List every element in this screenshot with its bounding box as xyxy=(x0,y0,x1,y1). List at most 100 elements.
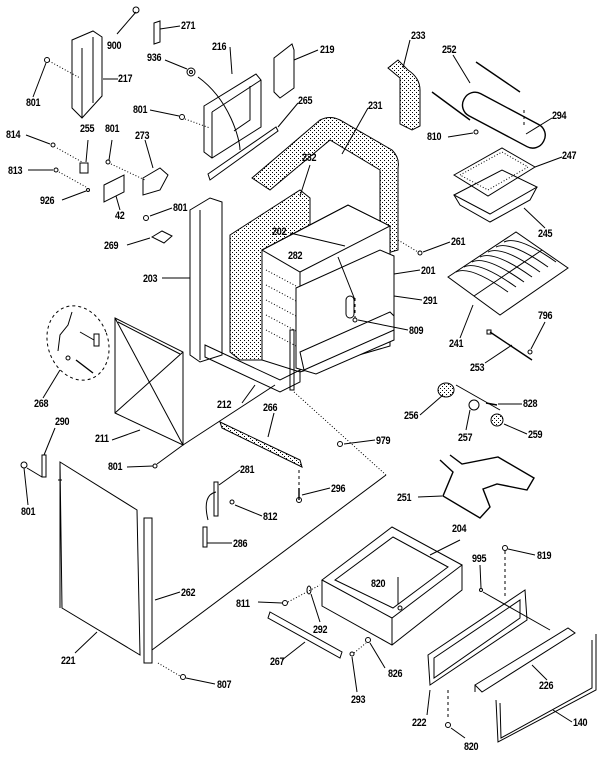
label-801f: 801 xyxy=(21,506,36,518)
side-panel-221 xyxy=(58,461,141,656)
label-820a: 820 xyxy=(371,578,386,590)
assembly-outline xyxy=(151,384,387,651)
screw-813 xyxy=(28,167,87,188)
label-796: 796 xyxy=(538,310,553,322)
trim-262 xyxy=(143,517,181,664)
label-211: 211 xyxy=(95,433,109,445)
vent-duct-216 xyxy=(203,46,262,159)
detail-circle-268 xyxy=(42,305,110,399)
bracket-219 xyxy=(273,43,319,99)
lens-257 xyxy=(465,399,480,431)
screw-801b xyxy=(149,109,211,129)
socket-256 xyxy=(419,382,501,416)
label-222: 222 xyxy=(412,717,427,729)
label-294: 294 xyxy=(552,110,567,122)
screw-801d xyxy=(143,207,173,221)
label-281: 281 xyxy=(240,464,255,476)
bracket-233 xyxy=(387,39,421,131)
strip-266 xyxy=(219,412,303,488)
label-801a: 801 xyxy=(26,97,41,109)
bracket-290 xyxy=(41,427,56,478)
screw-801c xyxy=(105,139,146,181)
label-265: 265 xyxy=(298,95,313,107)
screw-807 xyxy=(157,662,216,685)
hinge-281 xyxy=(205,469,241,521)
spacer-292 xyxy=(306,585,321,623)
rear-panel-211 xyxy=(111,317,184,446)
label-286: 286 xyxy=(233,538,248,550)
broiler-pan-245 xyxy=(452,169,546,229)
screw-812 xyxy=(229,499,263,517)
bottom-frame-212 xyxy=(204,311,395,404)
bake-element-251 xyxy=(417,454,535,519)
label-811: 811 xyxy=(236,598,250,610)
label-292: 292 xyxy=(313,624,328,636)
label-801e: 801 xyxy=(108,461,123,473)
oven-rack-241 xyxy=(447,231,569,339)
label-979: 979 xyxy=(376,435,391,447)
label-217: 217 xyxy=(118,73,133,85)
screw-296 xyxy=(296,487,331,503)
label-216: 216 xyxy=(212,41,227,53)
label-259: 259 xyxy=(528,429,543,441)
label-252: 252 xyxy=(442,44,457,56)
screw-826 xyxy=(365,637,386,669)
label-801c: 801 xyxy=(105,123,120,135)
storage-drawer-204 xyxy=(321,526,463,646)
label-226: 226 xyxy=(539,680,554,692)
label-251: 251 xyxy=(397,492,412,504)
screw-819 xyxy=(502,545,536,598)
label-819: 819 xyxy=(537,550,552,562)
label-231: 231 xyxy=(368,100,383,112)
label-267: 267 xyxy=(270,656,285,668)
screw-995 xyxy=(479,564,551,631)
drawer-front-222 xyxy=(426,589,528,720)
label-296: 296 xyxy=(331,483,346,495)
label-810: 810 xyxy=(427,131,442,143)
label-269: 269 xyxy=(104,240,119,252)
drawer-handle-226 xyxy=(474,627,576,693)
label-140: 140 xyxy=(573,717,588,729)
label-273: 273 xyxy=(135,130,150,142)
screw-810 xyxy=(447,129,479,138)
label-936: 936 xyxy=(147,52,162,64)
label-271: 271 xyxy=(181,20,196,32)
screw-801a xyxy=(32,57,81,98)
cover-259 xyxy=(490,413,528,435)
screw-828 xyxy=(485,402,522,406)
side-frame-203 xyxy=(162,197,223,363)
bracket-269 xyxy=(126,230,173,246)
screw-926 xyxy=(61,188,90,201)
label-261: 261 xyxy=(451,236,466,248)
bracket-273 xyxy=(142,139,169,196)
nut-979 xyxy=(337,439,376,447)
label-828: 828 xyxy=(523,398,538,410)
label-219: 219 xyxy=(320,44,335,56)
label-255: 255 xyxy=(80,123,95,135)
screw-811 xyxy=(257,584,321,606)
label-282: 282 xyxy=(288,250,303,262)
clip-255 xyxy=(79,139,89,174)
label-900: 900 xyxy=(107,40,122,52)
label-202: 202 xyxy=(272,226,287,238)
label-256: 256 xyxy=(404,410,419,422)
kick-plate-140 xyxy=(495,634,597,743)
label-801d: 801 xyxy=(173,202,188,214)
label-233: 233 xyxy=(411,30,426,42)
label-820b: 820 xyxy=(464,741,479,753)
label-826: 826 xyxy=(388,668,403,680)
pin-286 xyxy=(202,526,232,548)
side-trim-217 xyxy=(71,30,118,119)
label-257: 257 xyxy=(458,432,473,444)
screw-801e xyxy=(126,444,184,469)
label-232: 232 xyxy=(302,152,317,164)
plate-42 xyxy=(103,174,125,211)
broil-element-252 xyxy=(431,54,553,149)
label-809: 809 xyxy=(409,325,424,337)
label-245: 245 xyxy=(538,228,553,240)
clip-271 xyxy=(153,20,181,45)
screw-900 xyxy=(116,6,140,35)
label-807: 807 xyxy=(217,679,232,691)
